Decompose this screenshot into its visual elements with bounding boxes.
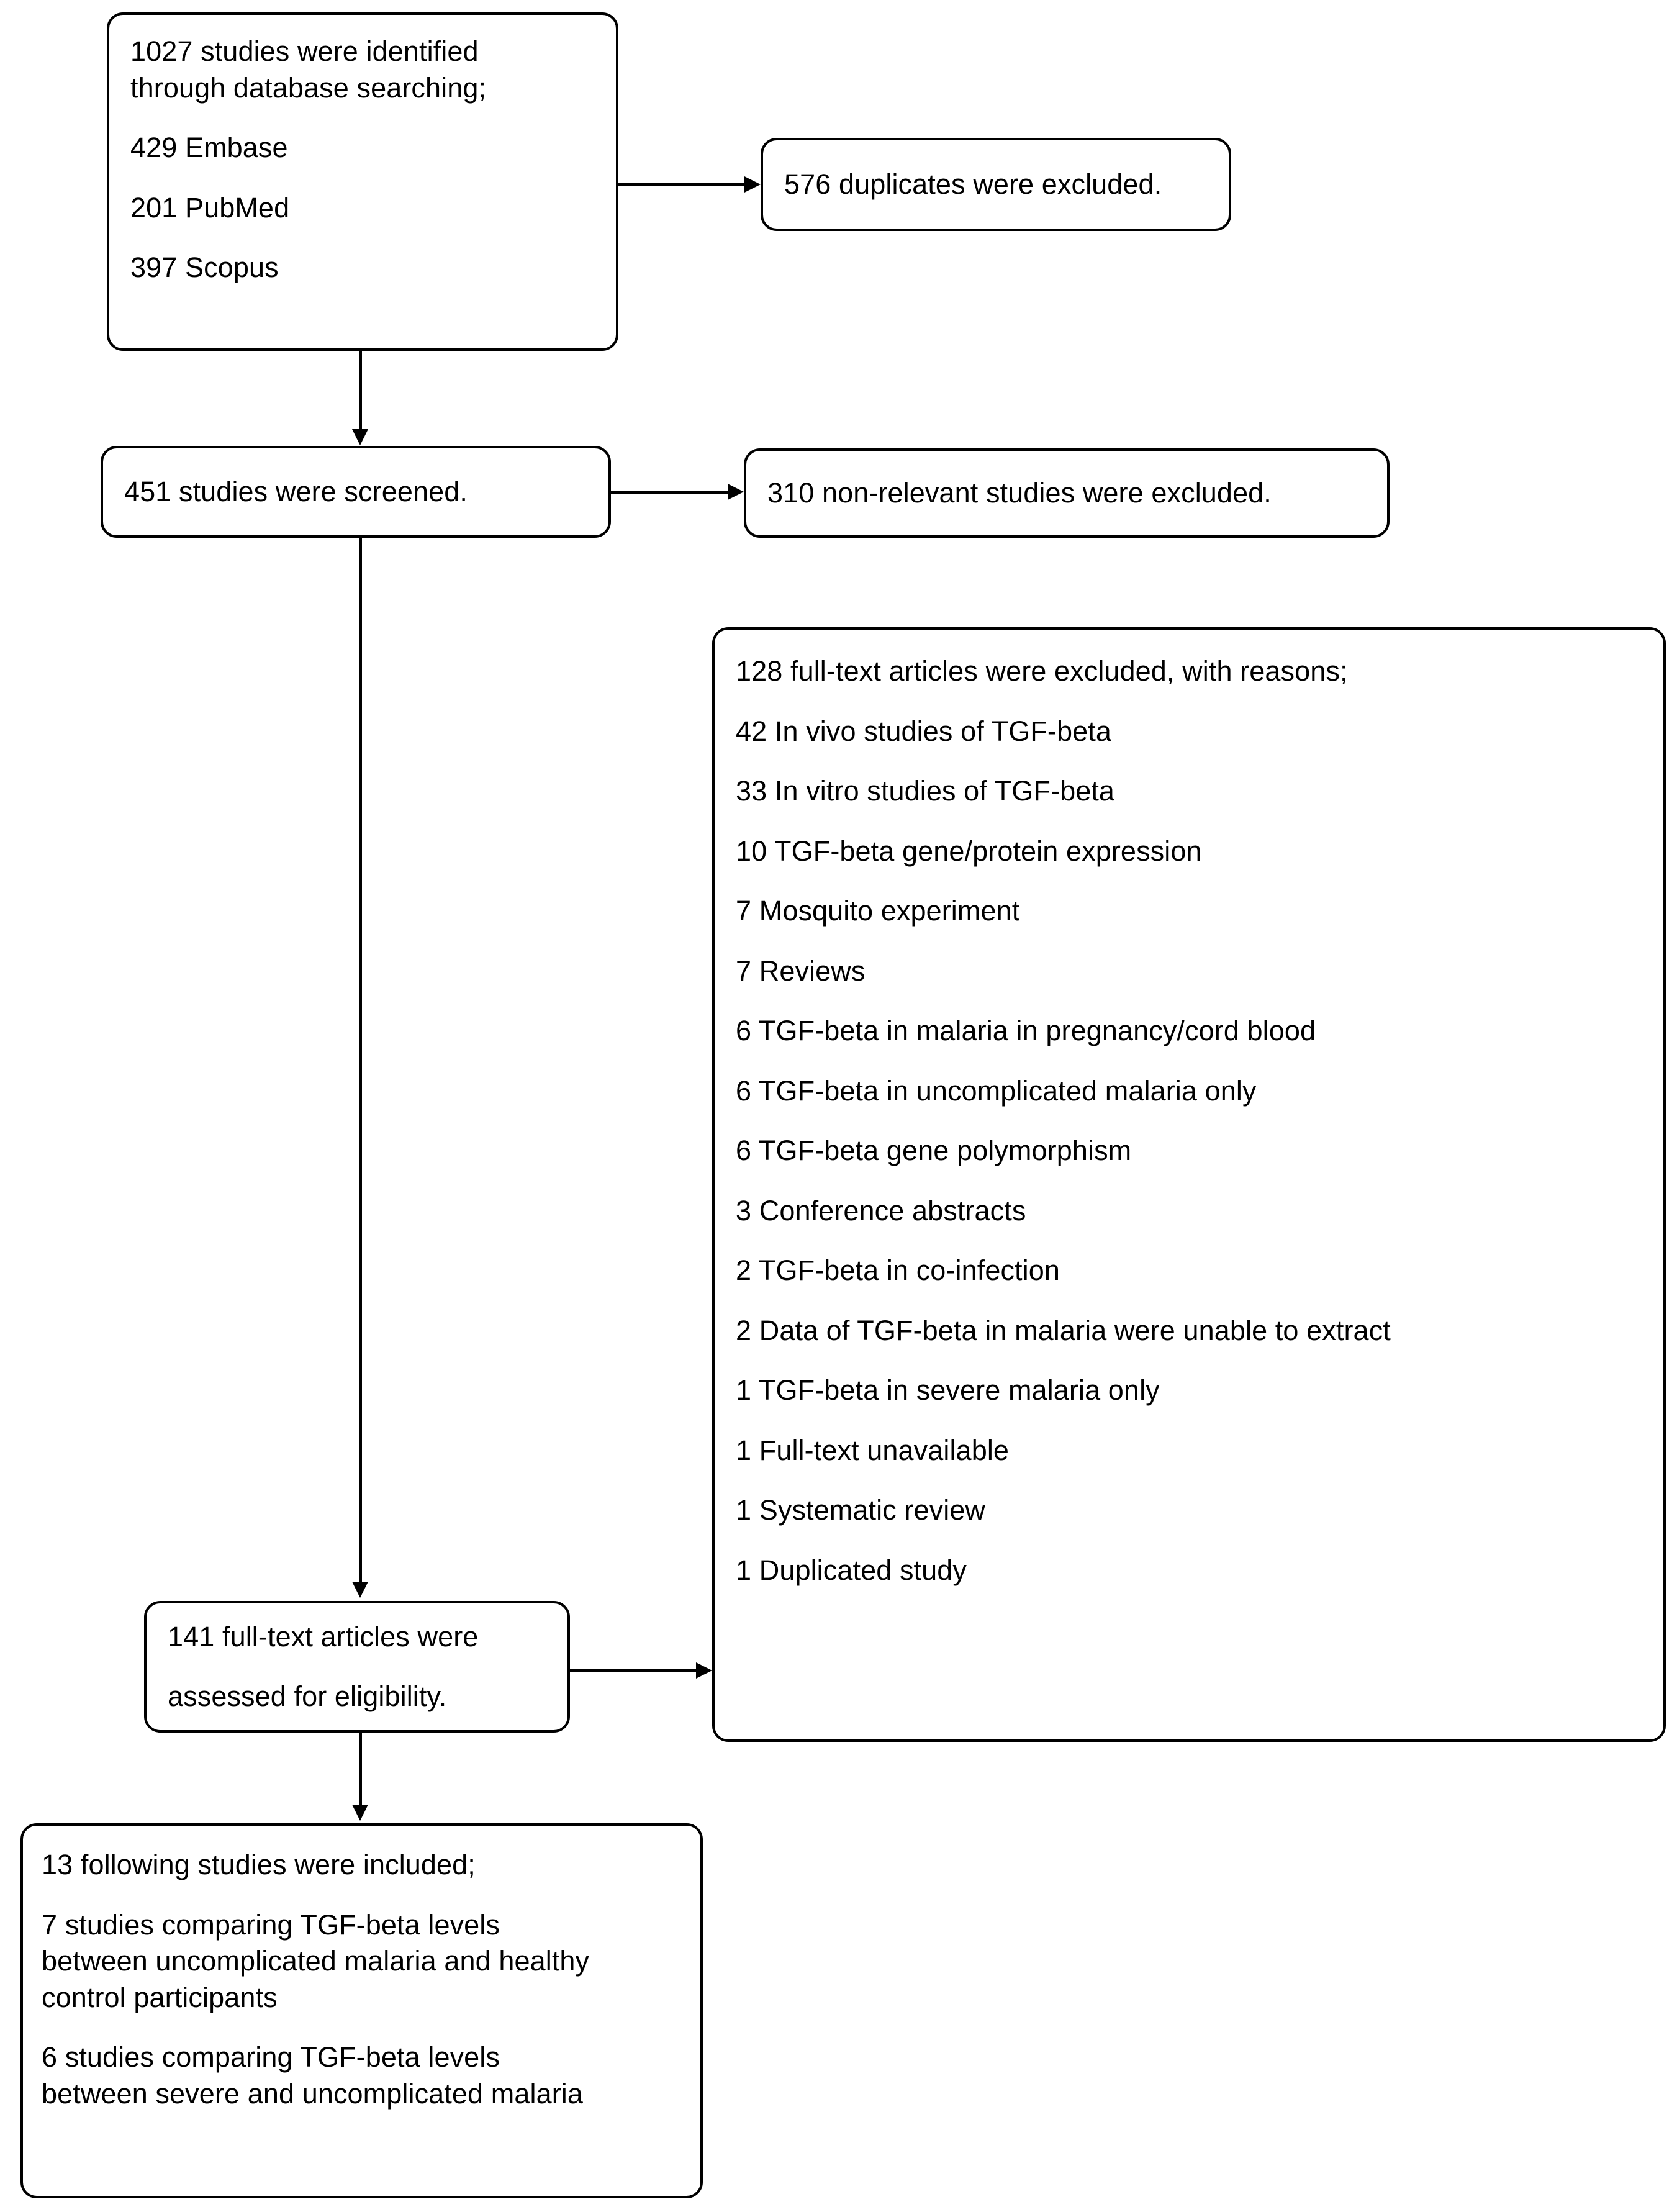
included-line-4: control participants [42, 1981, 278, 2013]
screened-box: 451 studies were screened. [101, 446, 611, 538]
full-text-excluded-reason: 7 Reviews [736, 954, 866, 987]
full-text-excluded-reason: 2 Data of TGF-beta in malaria were unabl… [736, 1314, 1391, 1346]
duplicates-excluded-box: 576 duplicates were excluded. [761, 138, 1231, 231]
connector-eligibility-to-included [359, 1733, 362, 1806]
eligibility-line-1: 141 full-text articles were [168, 1620, 479, 1652]
arrowhead-screened-to-eligibility [352, 1582, 368, 1598]
full-text-excluded-reason: 7 Mosquito experiment [736, 895, 1020, 927]
full-text-excluded-heading: 128 full-text articles were excluded, wi… [736, 655, 1348, 687]
full-text-excluded-box: 128 full-text articles were excluded, wi… [712, 627, 1666, 1742]
full-text-excluded-reason: 6 TGF-beta in uncomplicated malaria only [736, 1074, 1257, 1107]
identification-line-3: 429 Embase [130, 132, 288, 163]
eligibility-line-2: assessed for eligibility. [168, 1680, 447, 1712]
duplicates-excluded-text: 576 duplicates were excluded. [784, 168, 1162, 200]
connector-screened-to-eligibility [359, 538, 362, 1583]
connector-eligibility-to-full-text-excluded [570, 1669, 696, 1672]
included-box: 13 following studies were included; 7 st… [20, 1823, 703, 2198]
included-line-5: 6 studies comparing TGF-beta levels [42, 2041, 500, 2073]
full-text-excluded-reason: 2 TGF-beta in co-infection [736, 1254, 1060, 1286]
full-text-excluded-reason: 10 TGF-beta gene/protein expression [736, 835, 1202, 867]
non-relevant-excluded-box: 310 non-relevant studies were excluded. [744, 448, 1390, 538]
full-text-excluded-reason: 1 Full-text unavailable [736, 1434, 1010, 1466]
connector-identification-to-duplicates [618, 183, 744, 186]
full-text-excluded-reason: 6 TGF-beta in malaria in pregnancy/cord … [736, 1015, 1316, 1046]
identification-line-1: 1027 studies were identified [130, 35, 479, 67]
arrowhead-identification-to-duplicates [744, 176, 761, 193]
full-text-excluded-reason: 42 In vivo studies of TGF-beta [736, 715, 1111, 747]
full-text-excluded-reason: 33 In vitro studies of TGF-beta [736, 775, 1115, 807]
connector-identification-to-screened [359, 351, 362, 430]
non-relevant-excluded-text: 310 non-relevant studies were excluded. [767, 476, 1272, 509]
full-text-excluded-reason: 3 Conference abstracts [736, 1194, 1026, 1226]
eligibility-box: 141 full-text articles were assessed for… [144, 1601, 570, 1733]
identification-box: 1027 studies were identified through dat… [107, 12, 618, 351]
arrowhead-identification-to-screened [352, 429, 368, 445]
full-text-excluded-reason: 1 Duplicated study [736, 1554, 967, 1586]
screened-text: 451 studies were screened. [124, 475, 468, 507]
full-text-excluded-reason: 6 TGF-beta gene polymorphism [736, 1135, 1132, 1166]
connector-screened-to-nonrelevant [611, 491, 728, 494]
arrowhead-eligibility-to-full-text-excluded [696, 1662, 712, 1679]
arrowhead-screened-to-nonrelevant [728, 484, 744, 500]
full-text-excluded-reason: 1 TGF-beta in severe malaria only [736, 1374, 1160, 1406]
identification-line-2: through database searching; [130, 71, 487, 104]
included-line-6: between severe and uncomplicated malaria [42, 2077, 584, 2110]
full-text-excluded-reason: 1 Systematic review [736, 1494, 986, 1526]
included-line-1: 13 following studies were included; [42, 1849, 476, 1880]
included-line-3: between uncomplicated malaria and health… [42, 1945, 590, 1977]
identification-line-4: 201 PubMed [130, 191, 290, 224]
included-line-2: 7 studies comparing TGF-beta levels [42, 1908, 500, 1941]
arrowhead-eligibility-to-included [352, 1805, 368, 1821]
identification-line-5: 397 Scopus [130, 252, 279, 283]
